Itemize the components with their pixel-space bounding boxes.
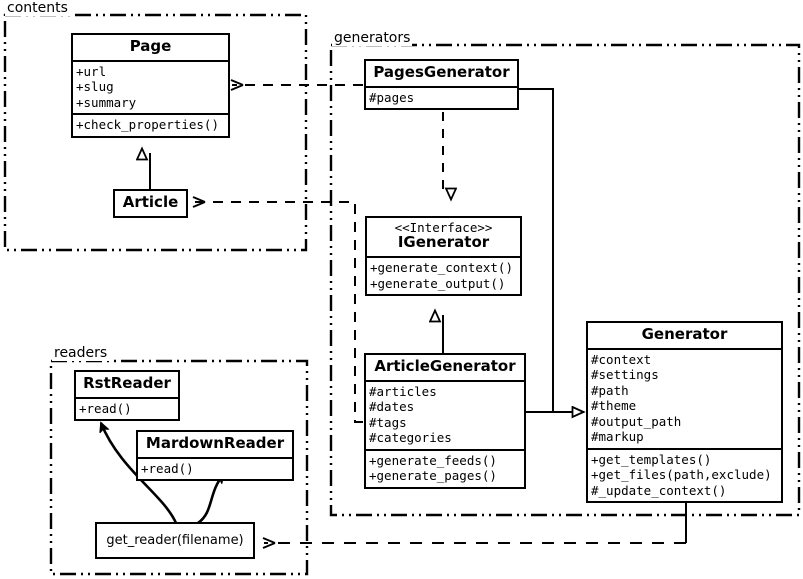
class-generator-attribute: #settings (591, 367, 659, 383)
class-rstreader-operations: +read() (76, 396, 178, 420)
class-generator-name: Generator (641, 325, 728, 343)
class-generator-attribute: #theme (591, 398, 637, 414)
class-articlegenerator[interactable]: ArticleGenerator #articles #dates #tags … (364, 353, 526, 489)
function-get-reader[interactable]: get_reader(filename) (95, 522, 255, 559)
class-articlegenerator-operations: +generate_feeds() +generate_pages() (366, 448, 524, 487)
class-rstreader-operation: +read() (79, 400, 132, 416)
function-get-reader-label: get_reader(filename) (106, 533, 244, 548)
class-generator-attribute: #path (591, 382, 629, 398)
class-page[interactable]: Page +url +slug +summary +check_properti… (71, 33, 230, 138)
class-mardownreader[interactable]: MardownReader +read() (136, 430, 294, 482)
class-igenerator-operation: +generate_output() (370, 275, 506, 291)
class-generator-operation: #_update_context() (591, 482, 727, 498)
class-articlegenerator-attribute: #dates (369, 399, 415, 415)
class-generator-attribute: #context (591, 351, 652, 367)
class-generator[interactable]: Generator #context #settings #path #them… (586, 321, 783, 504)
class-generator-operation: +get_files(path,exclude) (591, 467, 772, 483)
class-pagesgenerator-name: PagesGenerator (373, 63, 510, 81)
class-igenerator-operation: +generate_context() (370, 260, 513, 276)
class-igenerator-operations: +generate_context() +generate_output() (367, 256, 520, 294)
class-article-name: Article (122, 193, 179, 211)
class-page-attributes: +url +slug +summary (73, 59, 228, 114)
class-page-attribute: +summary (76, 94, 137, 110)
package-contents-label: contents (5, 0, 70, 16)
class-generator-operations: +get_templates() +get_files(path,exclude… (588, 447, 781, 502)
package-generators-label: generators (332, 30, 413, 46)
class-igenerator[interactable]: <<Interface>> IGenerator +generate_conte… (365, 216, 522, 297)
class-article[interactable]: Article (113, 189, 188, 218)
class-page-attribute: +url (76, 63, 107, 79)
class-igenerator-name: IGenerator (397, 233, 490, 252)
class-pagesgenerator-attributes: #pages (366, 85, 517, 109)
class-mardownreader-operations: +read() (138, 456, 292, 480)
class-articlegenerator-operation: +generate_pages() (369, 468, 497, 484)
class-articlegenerator-operation: +generate_feeds() (369, 452, 497, 468)
class-articlegenerator-attribute: #articles (369, 383, 437, 399)
class-mardownreader-operation: +read() (141, 460, 194, 476)
class-rstreader-name: RstReader (83, 374, 171, 392)
class-articlegenerator-name: ArticleGenerator (374, 357, 516, 375)
class-generator-attribute: #output_path (591, 413, 682, 429)
class-articlegenerator-attribute: #categories (369, 430, 452, 446)
class-pagesgenerator[interactable]: PagesGenerator #pages (364, 59, 519, 111)
class-generator-attribute: #markup (591, 429, 644, 445)
class-page-operations: +check_properties() (73, 113, 228, 136)
class-generator-operation: +get_templates() (591, 451, 712, 467)
class-pagesgenerator-attribute: #pages (369, 89, 415, 105)
class-generator-attributes: #context #settings #path #theme #output_… (588, 347, 781, 448)
class-rstreader[interactable]: RstReader +read() (74, 370, 180, 422)
class-page-operation: +check_properties() (76, 117, 219, 133)
class-page-name: Page (129, 37, 172, 55)
class-articlegenerator-attribute: #tags (369, 414, 407, 430)
package-readers-label: readers (52, 345, 110, 361)
class-mardownreader-name: MardownReader (145, 434, 285, 452)
class-page-attribute: +slug (76, 79, 114, 95)
class-articlegenerator-attributes: #articles #dates #tags #categories (366, 379, 524, 449)
class-igenerator-stereotype: <<Interface>> (394, 220, 493, 235)
